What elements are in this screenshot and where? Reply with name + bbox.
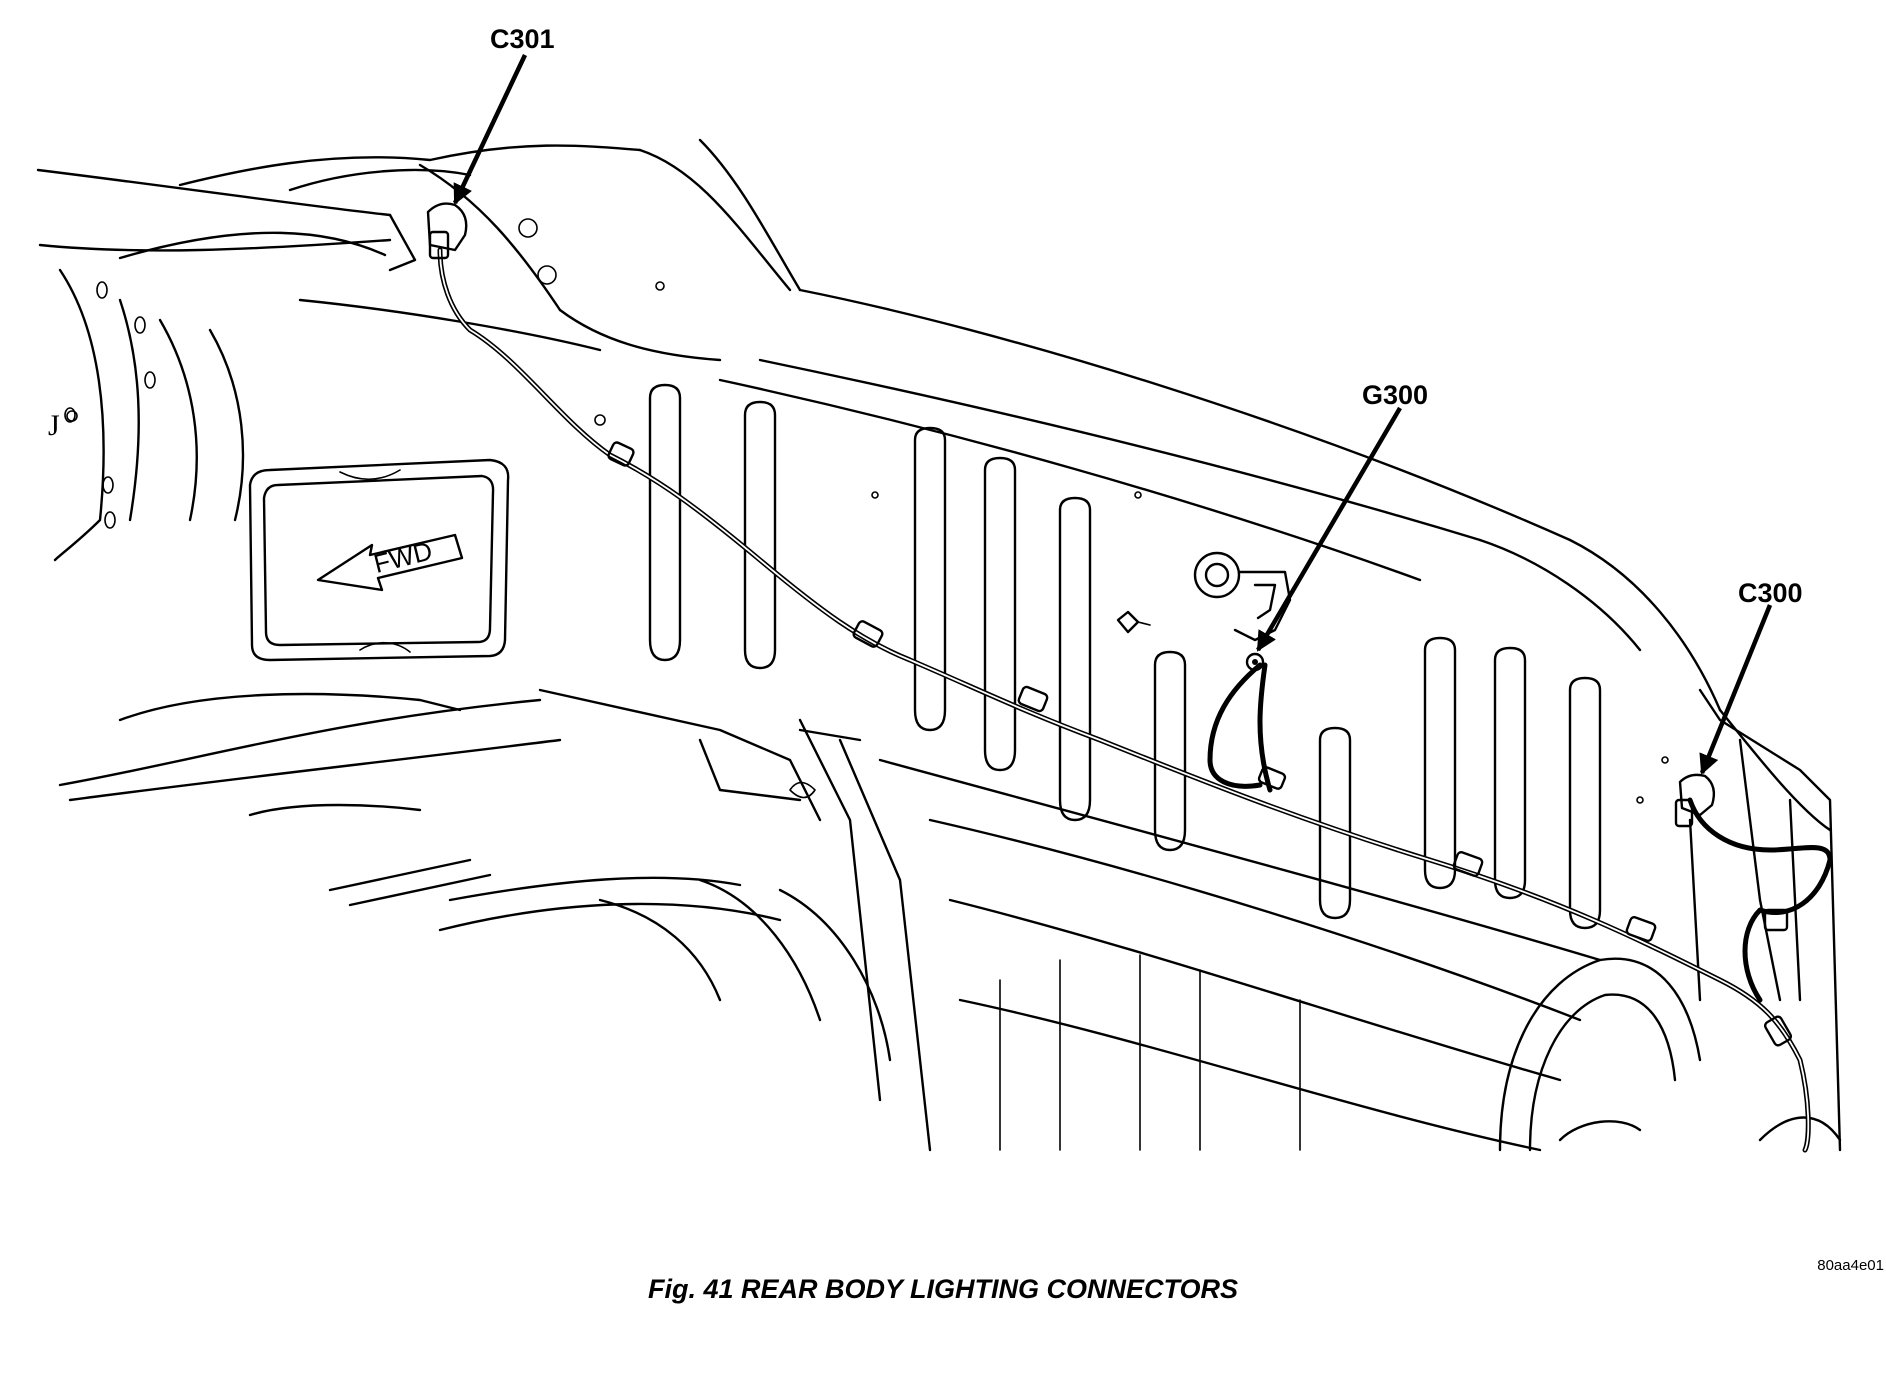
g300-leader-arrow <box>1256 406 1402 652</box>
wheel-well-arch <box>1498 957 1702 1152</box>
g300-callout-label: G300 <box>1362 380 1429 410</box>
harness-clips <box>607 441 1793 1047</box>
c300-callout-label: C300 <box>1738 578 1803 608</box>
upper-body-panel <box>36 138 1832 832</box>
right-corner-pocket <box>1688 688 1842 1152</box>
wiring-harness <box>437 247 1833 1153</box>
c300-leader-arrow <box>1699 604 1773 775</box>
access-plate <box>248 458 510 662</box>
figure-reference-code: 80aa4e01 <box>1817 1257 1884 1274</box>
left-side-panel <box>53 268 245 562</box>
c301-callout-label: C301 <box>490 24 555 54</box>
g300-ground-eyelet <box>1245 652 1265 672</box>
bed-floor <box>58 688 1602 1152</box>
panel-ribs <box>648 383 1602 1151</box>
figure-caption: Fig. 41 REAR BODY LIGHTING CONNECTORS <box>647 1274 1239 1304</box>
fwd-label: FWD <box>371 535 436 578</box>
fwd-arrow-icon: FWD <box>316 533 464 592</box>
c300-connector <box>1674 773 1789 932</box>
ground-stud-boss <box>1116 551 1292 642</box>
c301-leader-arrow <box>452 54 528 205</box>
c301-connector <box>426 202 468 260</box>
mounting-holes <box>518 218 1669 804</box>
panel-mark: J <box>48 409 60 442</box>
